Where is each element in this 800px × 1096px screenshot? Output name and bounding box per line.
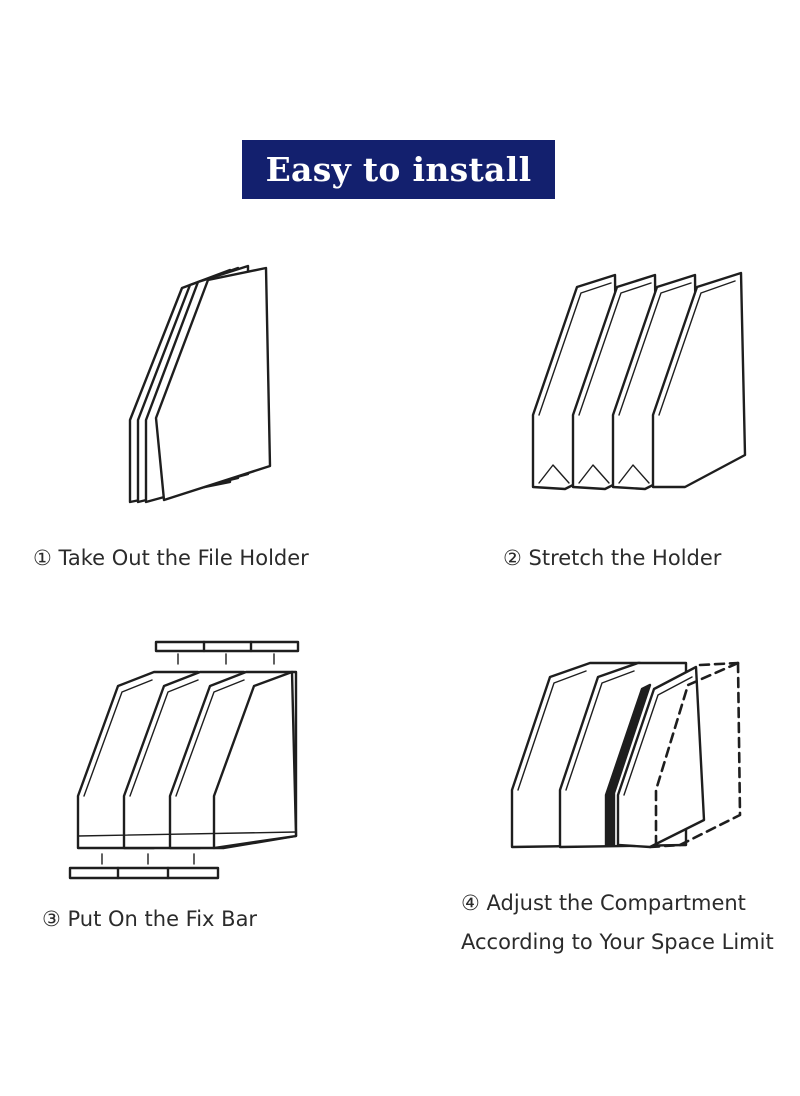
step-3-caption: ③ Put On the Fix Bar [42,907,258,931]
step-4-caption-line2: According to Your Space Limit [461,930,774,954]
step-4-caption: ④ Adjust the Compartment [461,891,746,915]
title-banner: Easy to install [242,140,555,199]
step-2-caption: ② Stretch the Holder [503,546,722,570]
adjust-compartment-icon [510,661,742,849]
step-1-caption: ① Take Out the File Holder [33,546,309,570]
folded-holder-icon [128,264,272,504]
banner-title: Easy to install [265,150,532,189]
fix-bar-holder-icon [68,640,300,880]
stretched-holder-icon [531,271,747,491]
